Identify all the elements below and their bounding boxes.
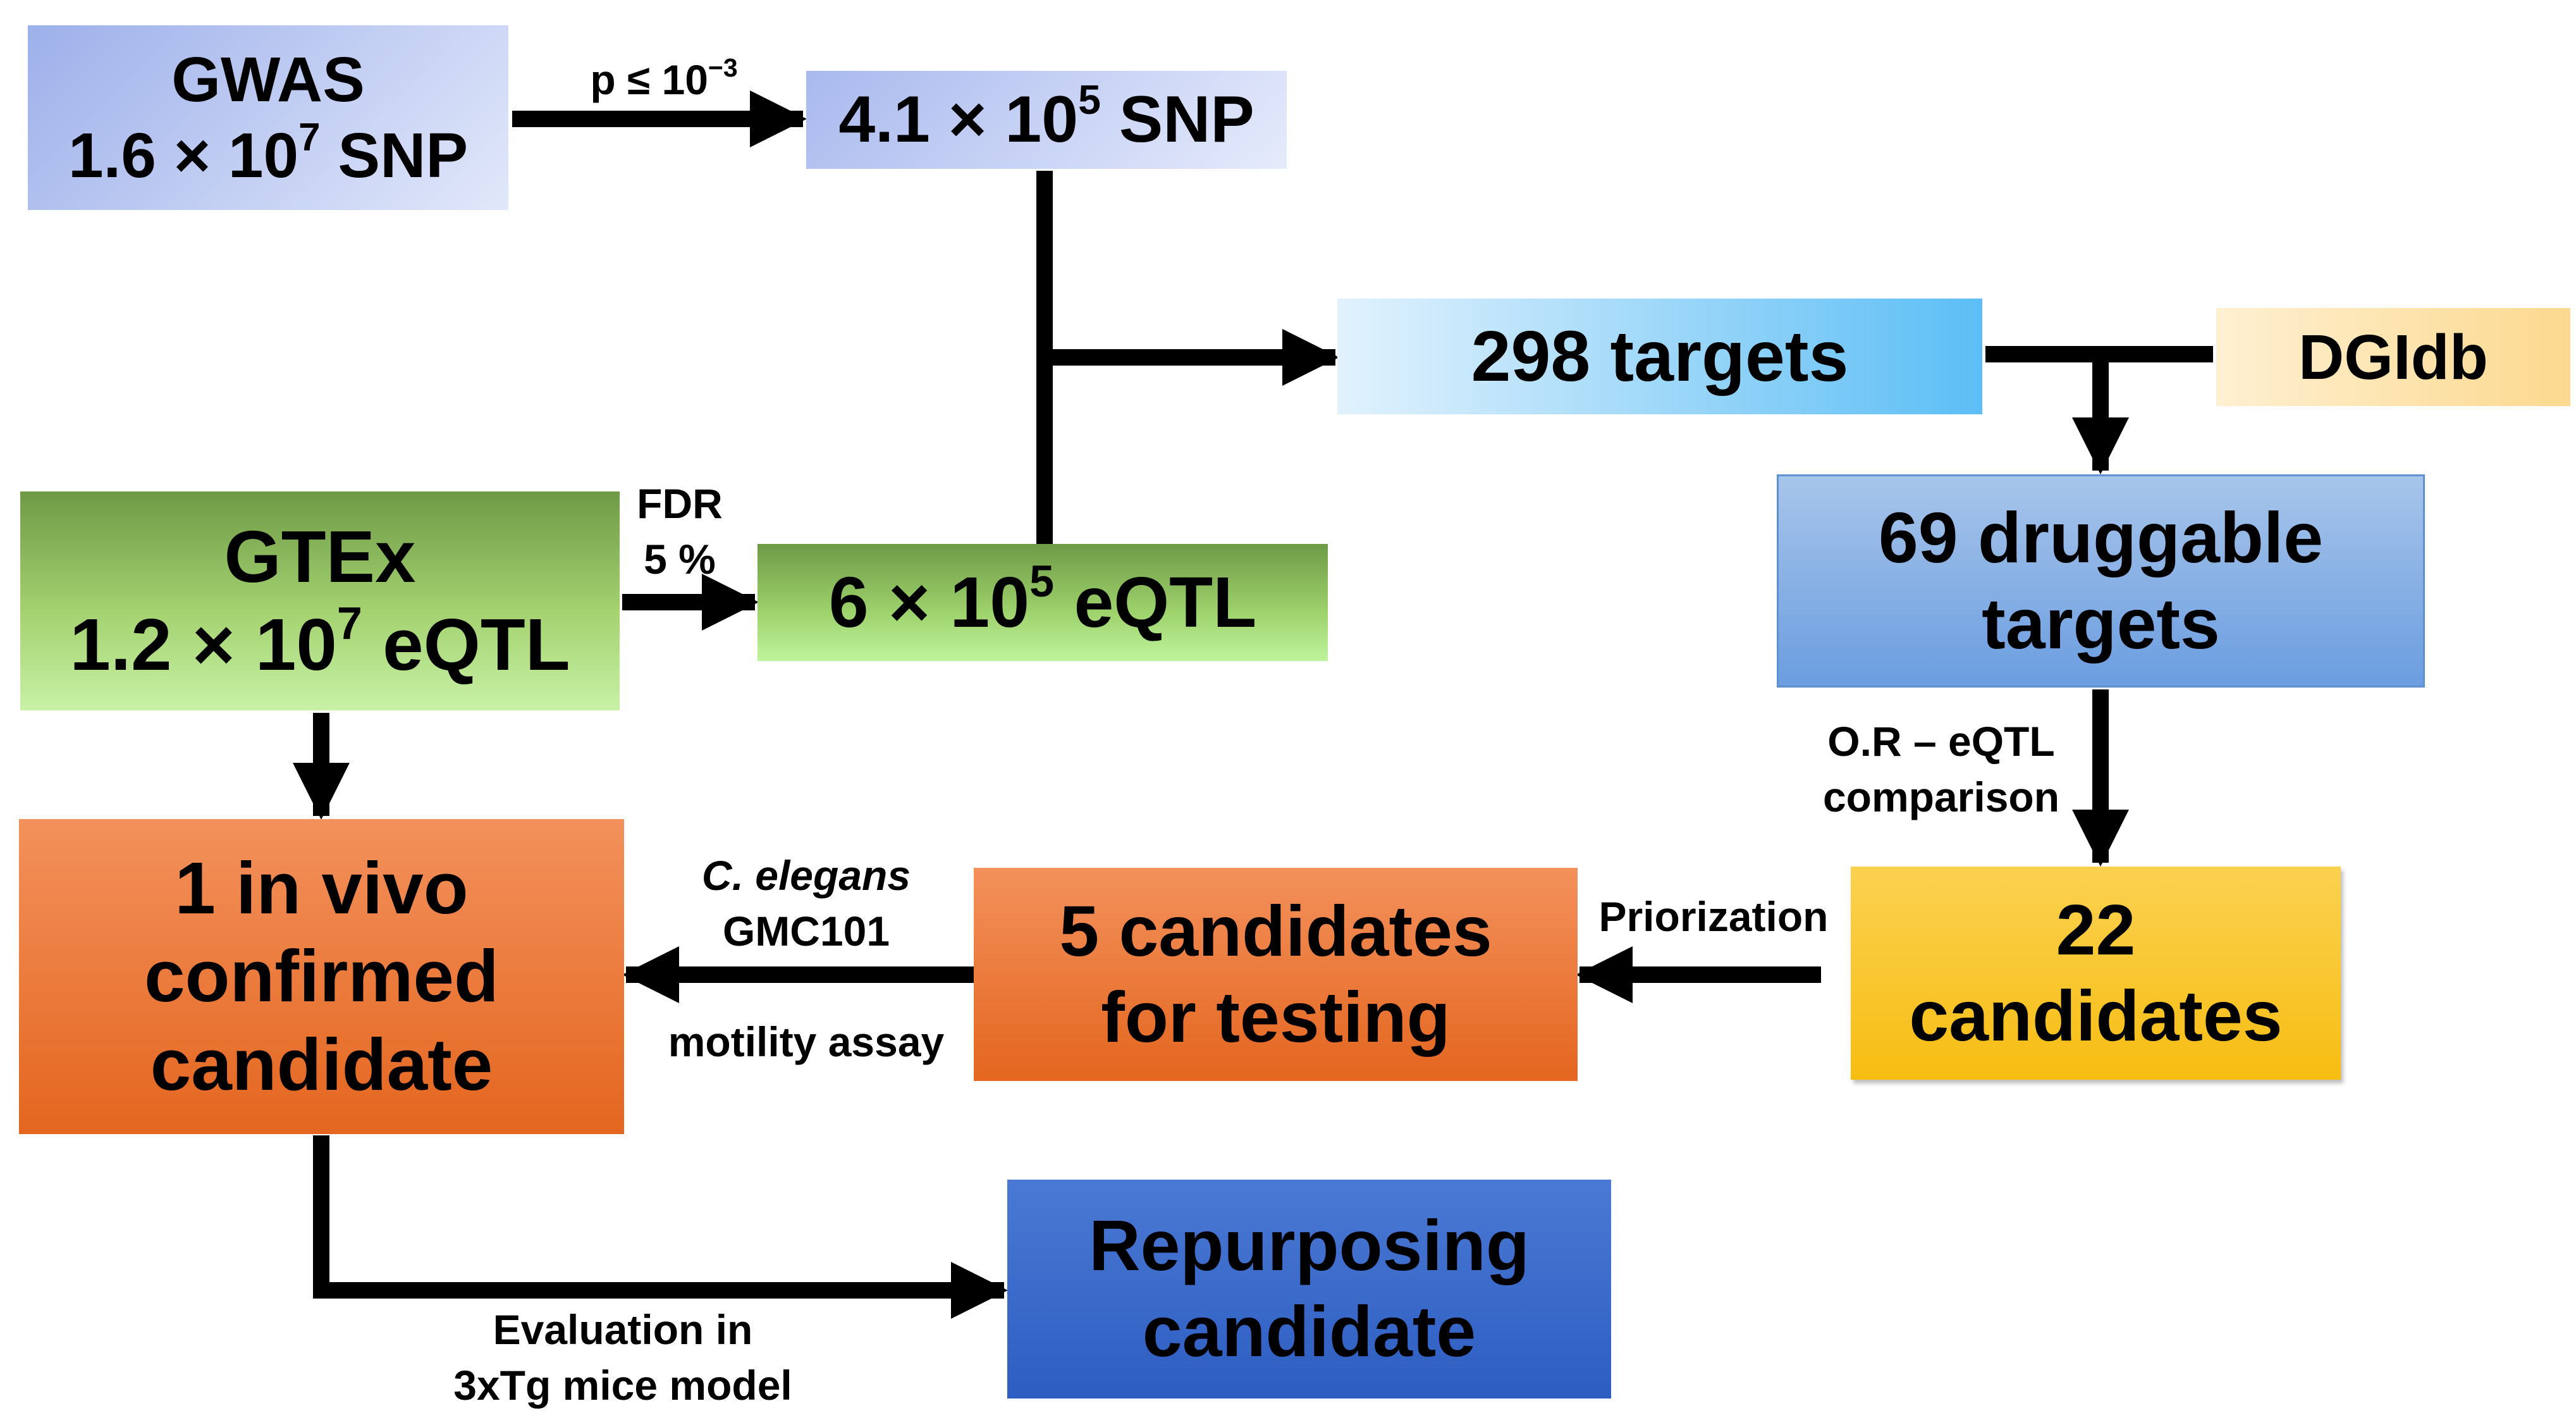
or-eqtl-label: O.R – eQTL comparison bbox=[1822, 718, 2060, 820]
candidates-5-line2: for testing bbox=[1101, 977, 1451, 1057]
evaluation-label: Evaluation in 3xTg mice model bbox=[453, 1306, 792, 1409]
gtex-eqtl-count: 1.2 × 107 eQTL bbox=[70, 598, 570, 686]
candidates-22-line1: 22 bbox=[2056, 889, 2136, 970]
eqtl-count: 6 × 105 eQTL bbox=[828, 557, 1257, 642]
gwas-title: GWAS bbox=[171, 44, 365, 115]
arrow-invivo-to-repurposing bbox=[313, 1135, 1008, 1319]
candidates-22-node: 22 candidates bbox=[1851, 867, 2341, 1080]
invivo-line3: candidate bbox=[150, 1023, 493, 1106]
filtered-snp-node: 4.1 × 105 SNP bbox=[806, 71, 1287, 169]
repurposing-node: Repurposing candidate bbox=[1007, 1180, 1611, 1398]
snp-count: 4.1 × 105 SNP bbox=[838, 77, 1254, 157]
gwas-snp-count: 1.6 × 107 SNP bbox=[68, 115, 469, 191]
fdr-label: FDR 5 % bbox=[637, 480, 723, 583]
invivo-confirmed-node: 1 in vivo confirmed candidate bbox=[19, 819, 624, 1134]
invivo-line1: 1 in vivo bbox=[175, 847, 469, 930]
celegans-label: C. elegans GMC101 bbox=[701, 852, 911, 954]
druggable-line1: 69 druggable bbox=[1878, 497, 2324, 577]
candidates-22-line2: candidates bbox=[1909, 975, 2283, 1056]
filtered-eqtl-node: 6 × 105 eQTL bbox=[757, 544, 1328, 661]
candidates-5-node: 5 candidates for testing bbox=[974, 868, 1578, 1081]
motility-assay-label: motility assay bbox=[668, 1018, 945, 1065]
pvalue-label: p ≤ 10−3 bbox=[590, 53, 738, 103]
druggable-targets-node: 69 druggable targets bbox=[1777, 474, 2425, 688]
gtex-title: GTEx bbox=[224, 515, 416, 598]
repurposing-line2: candidate bbox=[1142, 1292, 1476, 1371]
targets-node: 298 targets bbox=[1337, 299, 1982, 414]
druggable-line2: targets bbox=[1982, 583, 2220, 664]
repurposing-line1: Repurposing bbox=[1089, 1206, 1530, 1286]
dgidb-text: DGIdb bbox=[2298, 321, 2488, 393]
gtex-node: GTEx 1.2 × 107 eQTL bbox=[20, 491, 620, 710]
invivo-line2: confirmed bbox=[144, 935, 499, 1018]
candidates-5-line1: 5 candidates bbox=[1059, 891, 1492, 971]
gwas-node: GWAS 1.6 × 107 SNP bbox=[28, 25, 508, 210]
priorization-label: Priorization bbox=[1598, 893, 1829, 940]
dgidb-node: DGIdb bbox=[2216, 308, 2570, 406]
targets-text: 298 targets bbox=[1471, 316, 1849, 396]
